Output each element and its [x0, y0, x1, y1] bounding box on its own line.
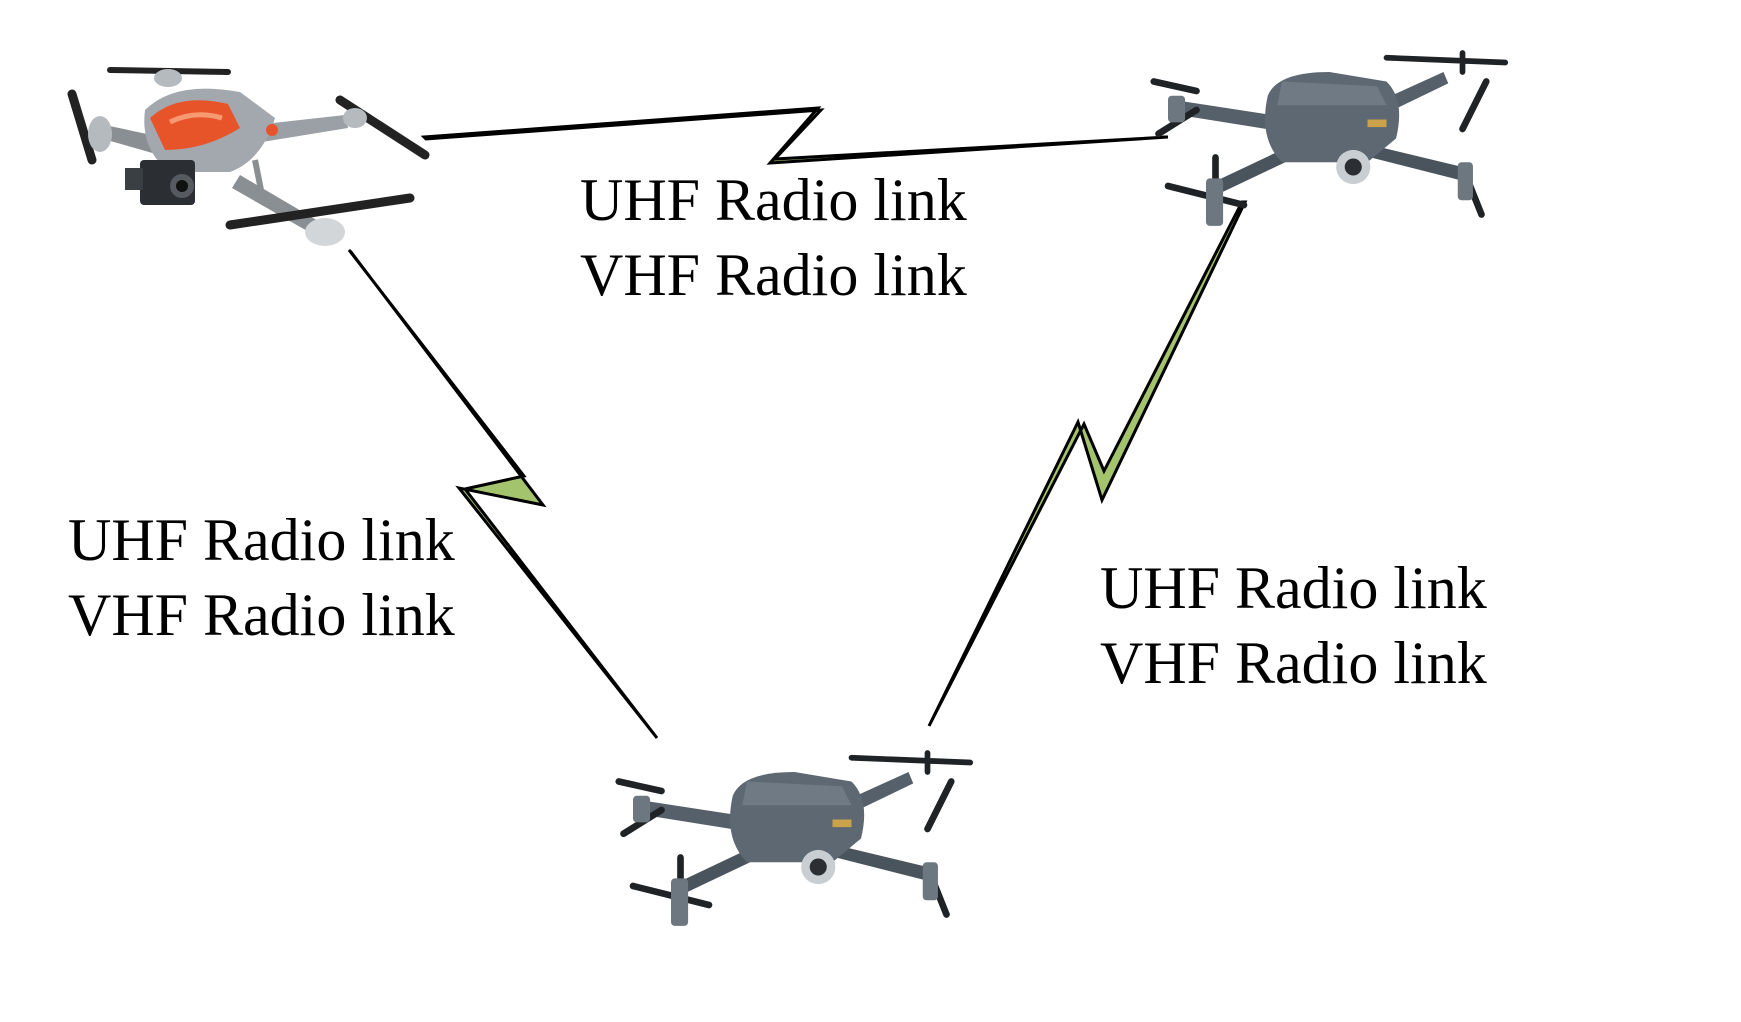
link-label-right: UHF Radio link VHF Radio link — [1100, 555, 1487, 696]
link-label-left: UHF Radio link VHF Radio link — [68, 507, 455, 648]
link-label-top-line1: UHF Radio link — [580, 167, 967, 233]
link-label-left-line2: VHF Radio link — [68, 582, 455, 648]
link-bolt-top — [420, 106, 1169, 165]
link-label-left-line1: UHF Radio link — [68, 507, 455, 573]
link-label-top-line2: VHF Radio link — [580, 242, 967, 308]
drone-top-left — [67, 67, 430, 246]
link-label-top: UHF Radio link VHF Radio link — [580, 167, 967, 308]
link-label-right-line2: VHF Radio link — [1100, 630, 1487, 696]
link-bolt-left — [347, 248, 659, 739]
link-label-right-line1: UHF Radio link — [1100, 555, 1487, 621]
link-bolt-right — [927, 200, 1248, 727]
drone-top-right — [1154, 53, 1506, 226]
drone-bottom — [619, 753, 971, 926]
